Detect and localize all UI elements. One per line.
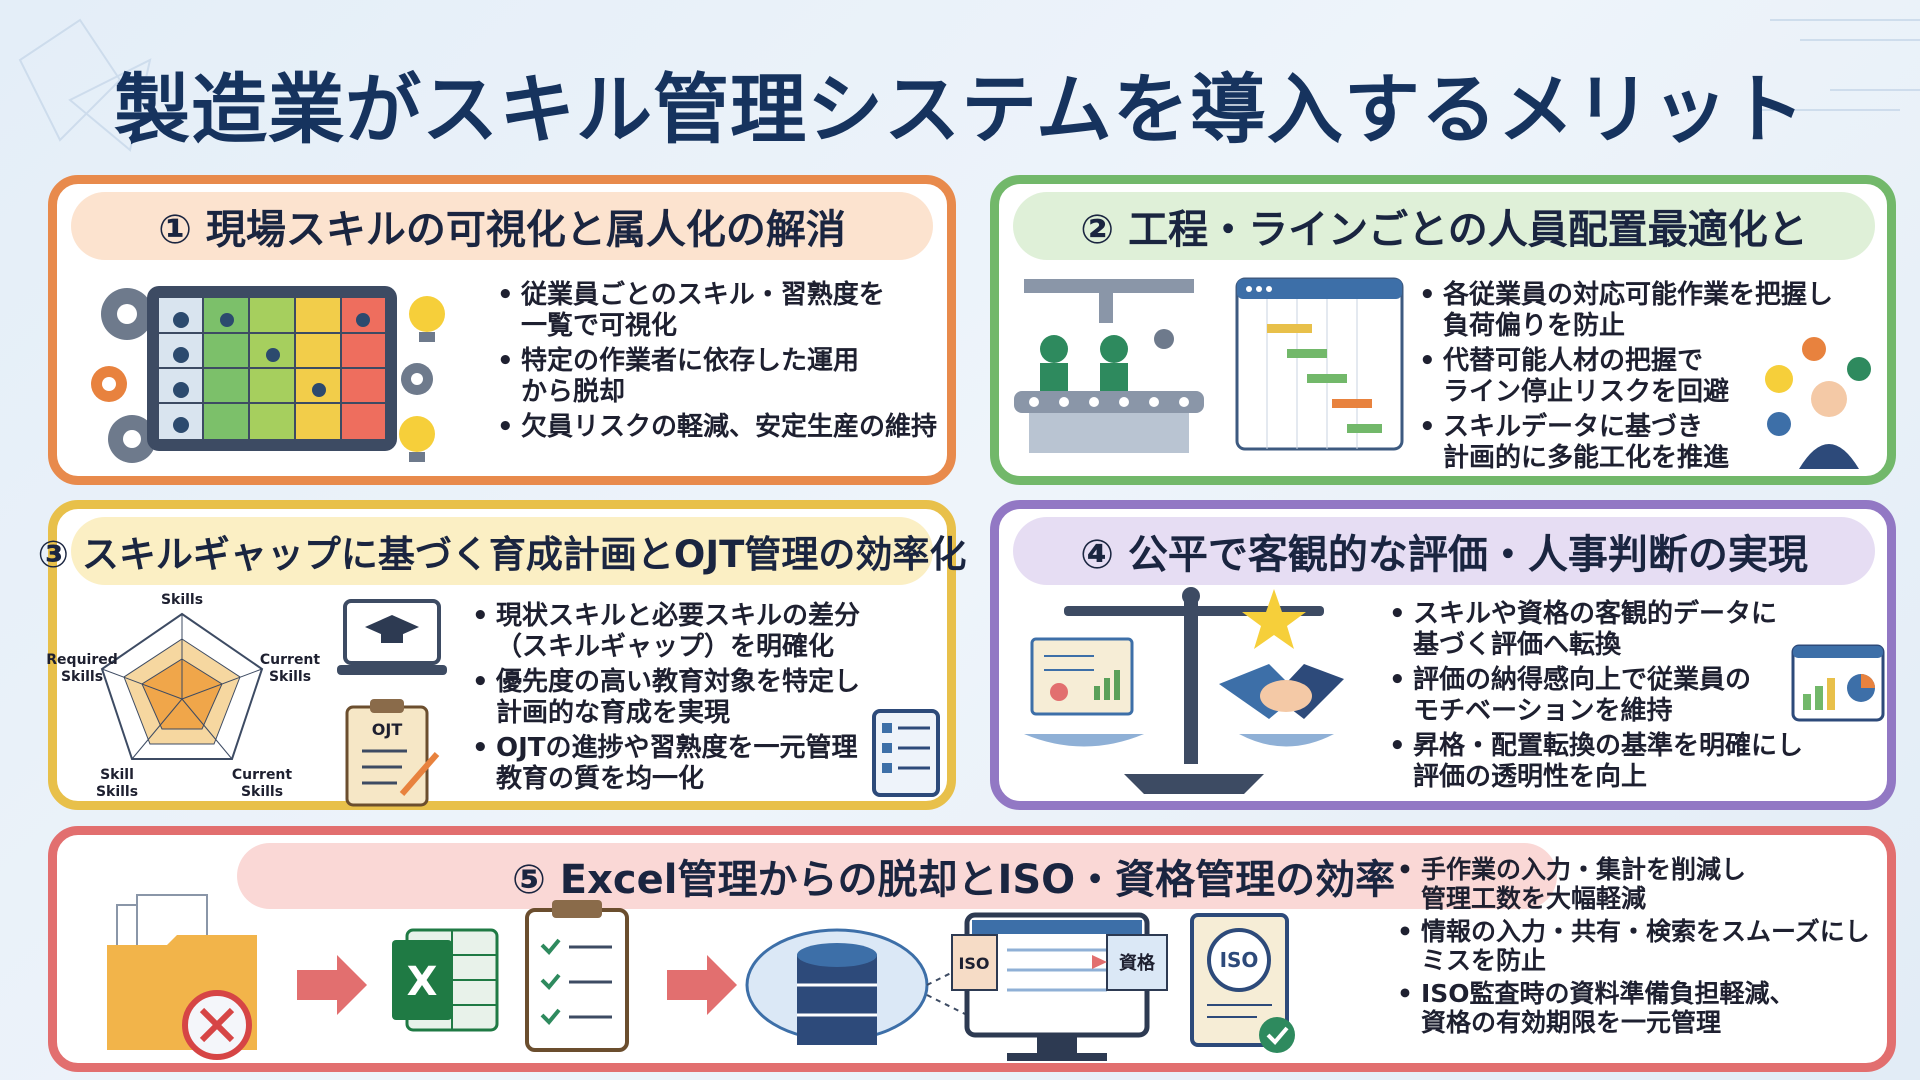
- bullet-item: 現状スキルと必要スキルの差分 （スキルギャップ）を明確化: [472, 601, 932, 663]
- lightbulb-icon: [409, 296, 445, 342]
- bullet-item: 欠員リスクの軽減、安定生産の維持: [497, 412, 947, 443]
- bullet-item: 各従業員の対応可能作業を把握し 負荷偏りを防止: [1419, 280, 1859, 342]
- bullet-item: スキルや資格の客観的データに 基づく評価へ転換: [1389, 599, 1809, 661]
- arrow-right-icon: [297, 955, 367, 1015]
- bullet-list: スキルや資格の客観的データに 基づく評価へ転換 評価の納得感向上で従業員の モチ…: [1389, 599, 1809, 797]
- panel-heading: ② 工程・ラインごとの人員配置最適化と: [1013, 192, 1875, 260]
- folder-cancel-icon: [107, 894, 257, 1060]
- bullet-item: OJTの進捗や習熟度を一元管理 教育の質を均一化: [472, 733, 932, 795]
- panel-staff-allocation: ② 工程・ラインごとの人員配置最適化と 各従業員の対応可能作業を把握し 負荷偏り…: [990, 175, 1896, 485]
- bullet-item: 評価の納得感向上で従業員の モチベーションを維持: [1389, 665, 1809, 727]
- panel-skill-visualization: ① 現場スキルの可視化と属人化の解消 従業員ごとのスキル・習熟度を 一覧で可: [48, 175, 956, 485]
- excel-workflow-illustration: X ISO 資格: [107, 894, 1295, 1061]
- gear-icon: [91, 366, 127, 402]
- bullet-item: スキルデータに基づき 計画的に多能工化を推進: [1419, 412, 1859, 474]
- iso-cert-label: ISO: [1220, 948, 1259, 972]
- arrow-right-icon: [667, 955, 737, 1015]
- background-decoration: [18, 18, 1920, 152]
- star-icon: [1242, 589, 1306, 649]
- bullet-list: 従業員ごとのスキル・習熟度を 一覧で可視化 特定の作業者に依存した運用 から脱却…: [497, 280, 947, 447]
- skill-matrix-grid: [159, 298, 385, 439]
- gear-icon: [108, 415, 156, 463]
- bullet-item: 優先度の高い教育対象を特定し 計画的な育成を実現: [472, 667, 932, 729]
- panel-excel-iso: ⑤ Excel管理からの脱却とISO・資格管理の効率 X: [48, 826, 1896, 1072]
- bullet-item: ISO監査時の資料準備負担軽減、 資格の有効期限を一元管理: [1397, 979, 1887, 1037]
- bullet-item: 情報の入力・共有・検索をスムーズにし ミスを防止: [1397, 917, 1887, 975]
- bullet-list: 手作業の入力・集計を削減し 管理工数を大幅軽減 情報の入力・共有・検索をスムーズ…: [1397, 855, 1887, 1041]
- bullet-item: 手作業の入力・集計を削減し 管理工数を大幅軽減: [1397, 855, 1887, 913]
- panel-heading: ⑤ Excel管理からの脱却とISO・資格管理の効率: [237, 843, 1557, 909]
- monitor-icon: ISO 資格: [951, 912, 1168, 1061]
- gantt-chart-icon: [1235, 277, 1404, 451]
- conveyor-line-icon: [1014, 279, 1204, 453]
- excel-icon: X: [392, 928, 499, 1032]
- certificate-icon: [1030, 637, 1134, 716]
- bullet-item: 昇格・配置転換の基準を明確にし 評価の透明性を向上: [1389, 731, 1809, 793]
- radar-label: Skills: [161, 592, 203, 608]
- iso-tag-label: ISO: [958, 954, 989, 973]
- shikaku-tag-label: 資格: [1119, 952, 1156, 974]
- bullet-list: 現状スキルと必要スキルの差分 （スキルギャップ）を明確化 優先度の高い教育対象を…: [472, 601, 932, 799]
- checklist-clipboard-icon: [525, 900, 629, 1052]
- panel-heading: ③ スキルギャップに基づく育成計画とOJT管理の効率化: [38, 517, 966, 585]
- gear-icon: [101, 288, 153, 340]
- bullet-item: 特定の作業者に依存した運用 から脱却: [497, 346, 947, 408]
- panel-fair-evaluation: ④ 公平で客観的な評価・人事判断の実現 スキルや資格の客観的データに 基づく評価…: [990, 500, 1896, 810]
- graduation-laptop-icon: [337, 599, 447, 675]
- panel-heading: ④ 公平で客観的な評価・人事判断の実現: [1013, 517, 1875, 585]
- page-title: 製造業がスキル管理システムを導入するメリット: [114, 65, 1806, 154]
- cloud-database-icon: [745, 928, 929, 1045]
- scale-icon: [1024, 587, 1344, 794]
- panel-heading: ① 現場スキルの可視化と属人化の解消: [71, 192, 933, 260]
- panel-training-plan: ③ スキルギャップに基づく育成計画とOJT管理の効率化 Skills Curre…: [38, 500, 966, 810]
- bullet-item: 代替可能人材の把握で ライン停止リスクを回避: [1419, 346, 1859, 408]
- iso-certificate-icon: ISO: [1190, 913, 1295, 1053]
- excel-label: X: [407, 959, 438, 1005]
- bullet-item: 従業員ごとのスキル・習熟度を 一覧で可視化: [497, 280, 947, 342]
- handshake-icon: [1219, 664, 1344, 719]
- bullet-list: 各従業員の対応可能作業を把握し 負荷偏りを防止 代替可能人材の把握で ライン停止…: [1419, 280, 1859, 478]
- clipboard-label: OJT: [372, 720, 403, 739]
- lightbulb-icon: [399, 416, 435, 462]
- clipboard-icon: OJT: [345, 699, 440, 807]
- gear-icon: [401, 363, 433, 395]
- skill-matrix-illustration: [91, 286, 445, 463]
